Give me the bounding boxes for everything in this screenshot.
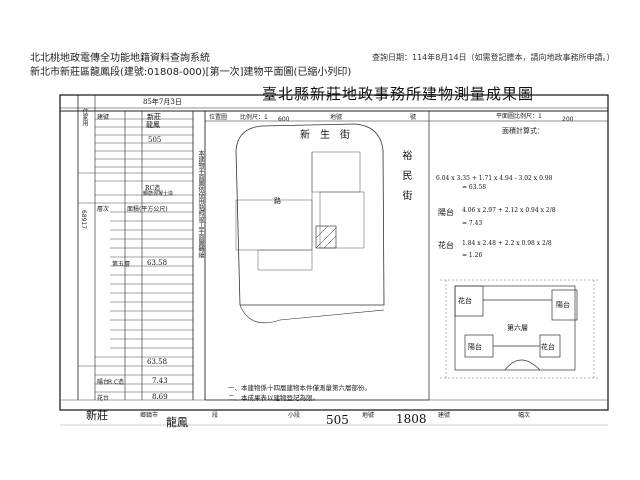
apply-date: 85年7月3日 bbox=[143, 98, 182, 106]
annex-balcony-label: 陽台 bbox=[97, 379, 110, 386]
building-no-label: 建號 bbox=[97, 114, 110, 121]
plan-flower-left: 花台 bbox=[458, 297, 472, 305]
calc-line-2: = 63.58 bbox=[462, 184, 487, 191]
area-label: 層次 bbox=[97, 206, 110, 213]
section-value: 龍鳳 bbox=[146, 121, 160, 129]
street-right: 裕民街 bbox=[400, 150, 411, 210]
header-system-title: 北北桃地政電傳全功能地籍資料查詢系統 bbox=[30, 53, 210, 64]
location-scale-value: 600 bbox=[278, 116, 290, 123]
footer-building-label: 建號 bbox=[438, 412, 451, 419]
parcel-value: 505 bbox=[148, 136, 162, 144]
location-map-label: 位置圖 bbox=[209, 114, 228, 121]
document-title: 臺北縣新莊地政事務所建物測量成果圖 bbox=[262, 85, 535, 103]
structure-full-value: 鋼筋混凝土造 bbox=[143, 191, 174, 197]
note-1: 一、本建物係十四層建物本件僅測量第六層部份。 bbox=[228, 384, 371, 392]
annex-structure-label: R.C造 bbox=[108, 379, 125, 386]
street-top: 新生街 bbox=[300, 130, 360, 141]
footer-sheet-label: 幅次 bbox=[518, 412, 531, 419]
footer-building: 1808 bbox=[396, 412, 427, 426]
annex-flower-area: 8.69 bbox=[152, 393, 168, 401]
plan-scale-value: 200 bbox=[562, 116, 574, 123]
calc-flower-1: 1.84 x 2.48 + 2.2 x 0.98 x 2/8 bbox=[462, 240, 552, 247]
floor-label: 第五層 bbox=[112, 261, 131, 268]
calc-balcony-2: = 7.43 bbox=[462, 220, 483, 227]
footer-section: 龍鳳 bbox=[166, 416, 188, 429]
plan-balcony-right: 陽台 bbox=[556, 301, 570, 309]
calc-balcony-1: 4.06 x 2.97 + 2.12 x 0.94 x 2/8 bbox=[462, 207, 556, 214]
structure-value: RC造 bbox=[145, 185, 161, 192]
district-value: 新莊 bbox=[147, 113, 161, 121]
unit-label: 號 bbox=[410, 114, 417, 121]
total-area-value: 63.58 bbox=[147, 358, 168, 366]
note-2: 二、本成果表以建物登記為限。 bbox=[228, 394, 319, 402]
calc-flower-2: = 1.26 bbox=[462, 252, 483, 259]
header-text: 北北桃地政電傳全功能地籍資料查詢系統 新北市新莊區龍鳳段(建號:01808-00… bbox=[30, 52, 351, 80]
annex-flower-label: 花台 bbox=[97, 395, 110, 402]
plan-scale-label: 平面圖比例尺：1 bbox=[496, 113, 542, 120]
parcel-label: 地號 bbox=[330, 114, 343, 121]
survey-no-side: 68917 bbox=[80, 210, 87, 230]
plan-balcony-left: 陽台 bbox=[468, 343, 482, 351]
query-date: 查詢日期：114年8月14日（如需登記謄本，請向地政事務所申請。） bbox=[372, 53, 615, 62]
sqm-label: 面積(平方公尺) bbox=[127, 206, 168, 213]
calc-flower-label: 花台 bbox=[438, 241, 454, 250]
calc-balcony-label: 陽台 bbox=[438, 208, 454, 217]
footer-parcel-label: 地號 bbox=[362, 412, 375, 419]
annex-balcony-area: 7.43 bbox=[152, 377, 168, 385]
footer-section-label: 段 bbox=[212, 412, 219, 419]
footer-district: 新莊 bbox=[86, 409, 108, 422]
area-calc-label: 面積計算式： bbox=[502, 127, 544, 135]
plot-char: 路 bbox=[274, 197, 281, 205]
main-uses-side: 住家用 bbox=[81, 108, 88, 126]
footer-sub-label: 小段 bbox=[288, 412, 301, 419]
side-note: 本建物平面圖依使用執照竣工平面圖轉繪 bbox=[197, 150, 204, 258]
calc-line-1: 6.04 x 3.35 + 1.71 x 4.94 - 3.02 x 0.98 bbox=[436, 175, 553, 182]
floor-area-value: 63.58 bbox=[147, 259, 168, 267]
footer-district-label: 鄉鎮市 bbox=[140, 412, 159, 419]
footer-parcel: 505 bbox=[326, 413, 349, 427]
plan-floor-label: 第六層 bbox=[507, 324, 528, 332]
plan-flower-right: 花台 bbox=[541, 343, 555, 351]
location-scale-label: 比例尺：1 bbox=[240, 114, 268, 121]
header-document-title: 新北市新莊區龍鳳段(建號:01808-000)[第一次]建物平面圖(已縮小列印) bbox=[30, 67, 352, 78]
